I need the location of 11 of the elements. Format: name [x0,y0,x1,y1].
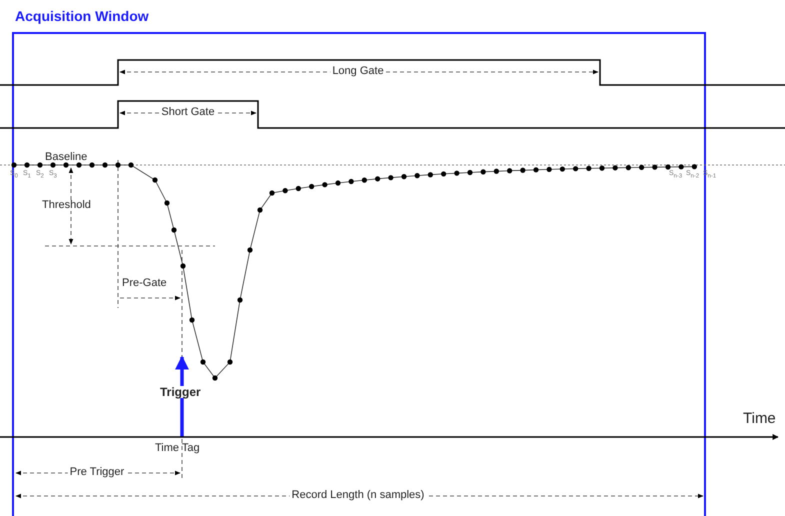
pre-trigger-label: Pre Trigger [68,467,126,478]
pre-gate-label: Pre-Gate [122,278,167,289]
axis-label: Time [743,411,776,426]
time-tag-label: Time Tag [155,443,200,454]
trigger-label: Trigger [158,386,203,398]
window-title: Acquisition Window [15,9,149,23]
record-length-label: Record Length (n samples) [290,490,426,501]
gate-label: Long Gate [330,66,386,77]
gate-label: Short Gate [159,107,217,118]
baseline-label: Baseline [45,152,88,163]
threshold-label: Threshold [40,200,93,211]
